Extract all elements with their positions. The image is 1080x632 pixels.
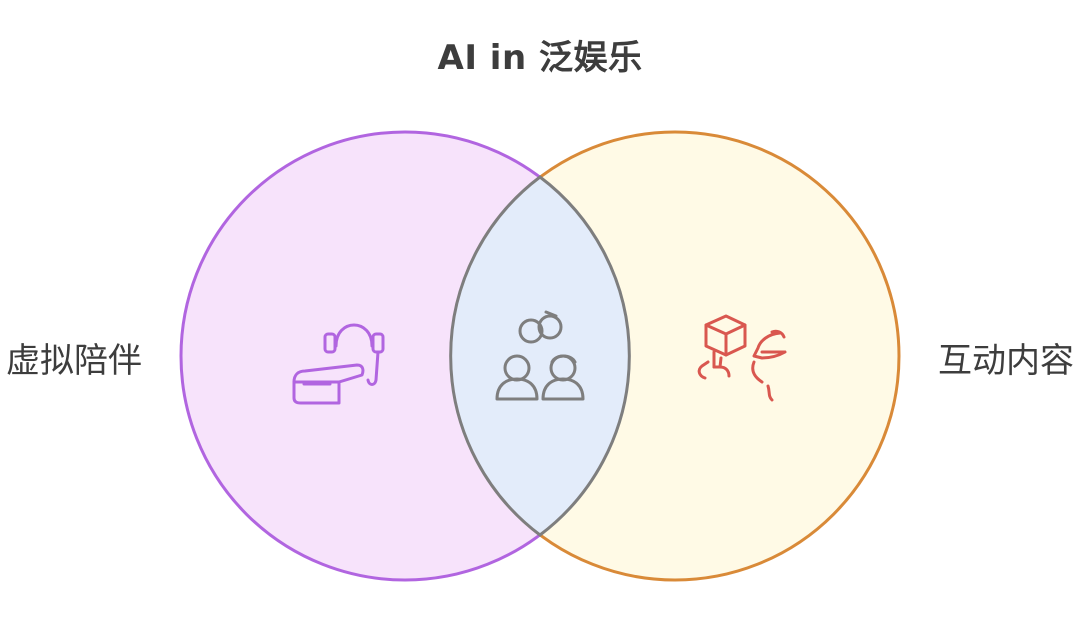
diagram-title: AI in 泛娱乐 — [437, 38, 643, 78]
set-label-left: 虚拟陪伴 — [6, 341, 142, 381]
people-connection-icon — [495, 310, 585, 401]
customer-service-headset-icon — [292, 323, 385, 405]
interactive-vr-touch-icon — [697, 314, 787, 402]
set-label-right: 互动内容 — [938, 341, 1074, 381]
venn-intersection-outline — [449, 175, 631, 537]
venn-intersection — [451, 132, 629, 580]
